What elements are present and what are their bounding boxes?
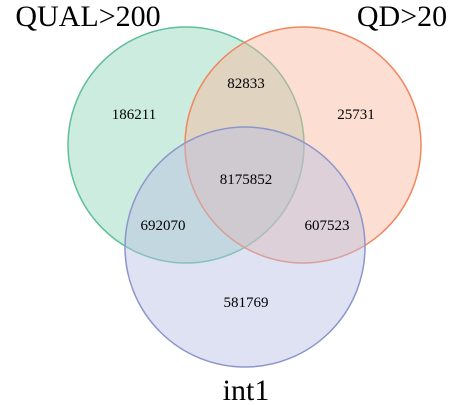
circle-int1 — [124, 126, 366, 368]
circle-qual — [67, 26, 305, 264]
region-count-all-three: 8175852 — [220, 172, 273, 188]
region-count-qd-only: 25731 — [337, 107, 375, 123]
set-label-qual: QUAL>200 — [15, 0, 160, 33]
region-count-qual-qd: 82833 — [227, 76, 265, 92]
circle-qd — [184, 26, 422, 264]
region-count-qual-int1: 692070 — [141, 218, 186, 234]
region-count-qual-only: 186211 — [112, 107, 156, 123]
region-count-int1-only: 581769 — [224, 295, 269, 311]
set-label-int1: int1 — [223, 374, 270, 405]
region-count-qd-int1: 607523 — [305, 218, 350, 234]
set-label-qd: QD>20 — [357, 0, 447, 33]
